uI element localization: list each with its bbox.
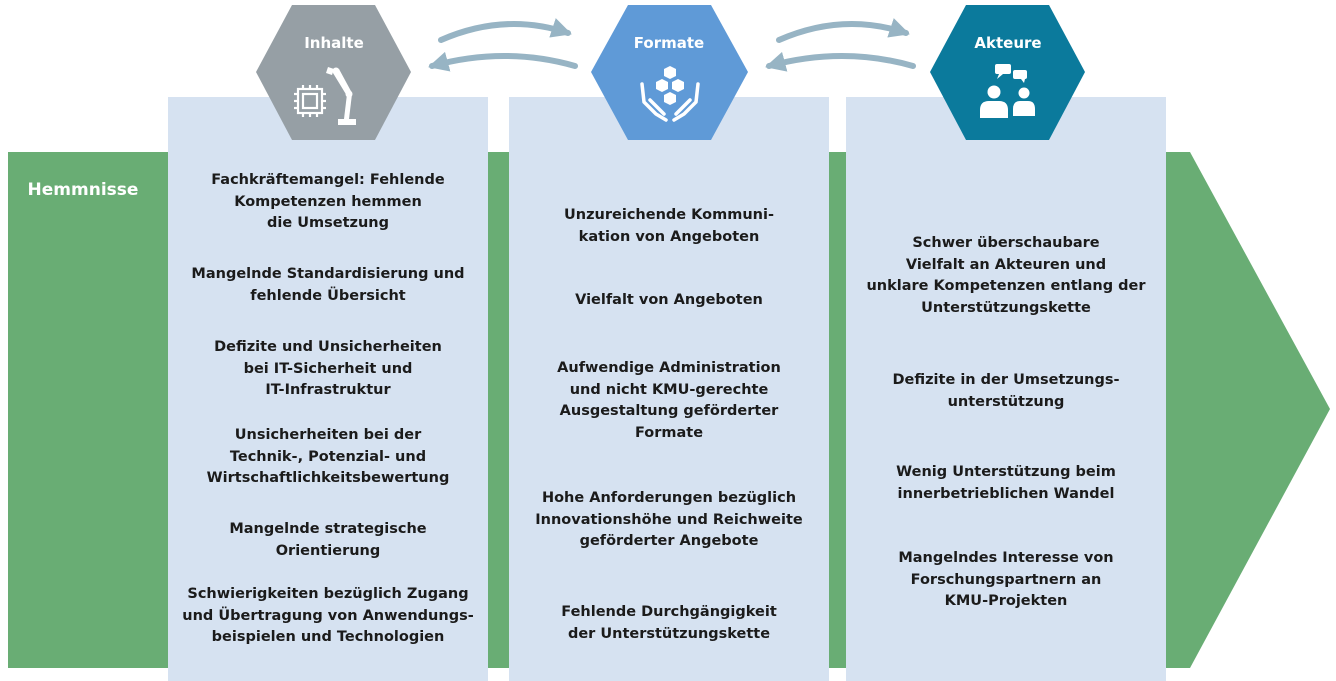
list-item: Mangelnde strategische Orientierung <box>229 521 427 559</box>
list-item: Mangelndes Interesse von Forschungspartn… <box>898 550 1114 609</box>
hexagon-title-formate: Formate <box>633 34 705 52</box>
row-label-hemmnisse: Hemmnisse <box>27 180 139 200</box>
list-item: Aufwendige Administration und nicht KMU-… <box>557 360 781 441</box>
list-item: Unzureichende Kommuni- kation von Angebo… <box>564 207 774 245</box>
arrow-akteure-to-formate <box>765 51 916 72</box>
list-item: Mangelnde Standardisierung und fehlende … <box>191 266 465 304</box>
hexagon-title-inhalte: Inhalte <box>304 34 364 52</box>
robot-arm-chip-icon <box>294 67 356 125</box>
hands-hexagons-icon <box>640 66 700 122</box>
people-speech-icon <box>980 64 1035 118</box>
hexagon-title-akteure: Akteure <box>974 34 1042 52</box>
list-item: Defizite und Unsicherheiten bei IT-Siche… <box>214 339 442 398</box>
arrow-inhalte-to-formate <box>438 18 572 43</box>
list-item: Vielfalt von Angeboten <box>575 292 763 308</box>
list-item: Schwierigkeiten bezüglich Zugang und Übe… <box>182 586 474 645</box>
column-inhalte: Fachkräftemangel: Fehlende Kompetenzen h… <box>168 97 488 681</box>
column-akteure: Schwer überschaubare Vielfalt an Akteure… <box>846 97 1166 681</box>
list-item: Defizite in der Umsetzungs- unterstützun… <box>892 372 1120 410</box>
column-formate: Unzureichende Kommuni- kation von Angebo… <box>509 97 829 681</box>
arrow-formate-to-akteure <box>776 18 910 43</box>
list-item: Wenig Unterstützung beim innerbetrieblic… <box>896 464 1116 502</box>
list-item: Fachkräftemangel: Fehlende Kompetenzen h… <box>211 172 445 231</box>
list-item: Hohe Anforderungen bezüglich Innovations… <box>535 490 803 549</box>
arrow-formate-to-inhalte <box>428 51 578 72</box>
list-item: Fehlende Durchgängigkeit der Unterstützu… <box>561 604 777 642</box>
list-item: Unsicherheiten bei der Technik-, Potenzi… <box>206 427 450 486</box>
list-item: Schwer überschaubare Vielfalt an Akteure… <box>866 235 1146 316</box>
